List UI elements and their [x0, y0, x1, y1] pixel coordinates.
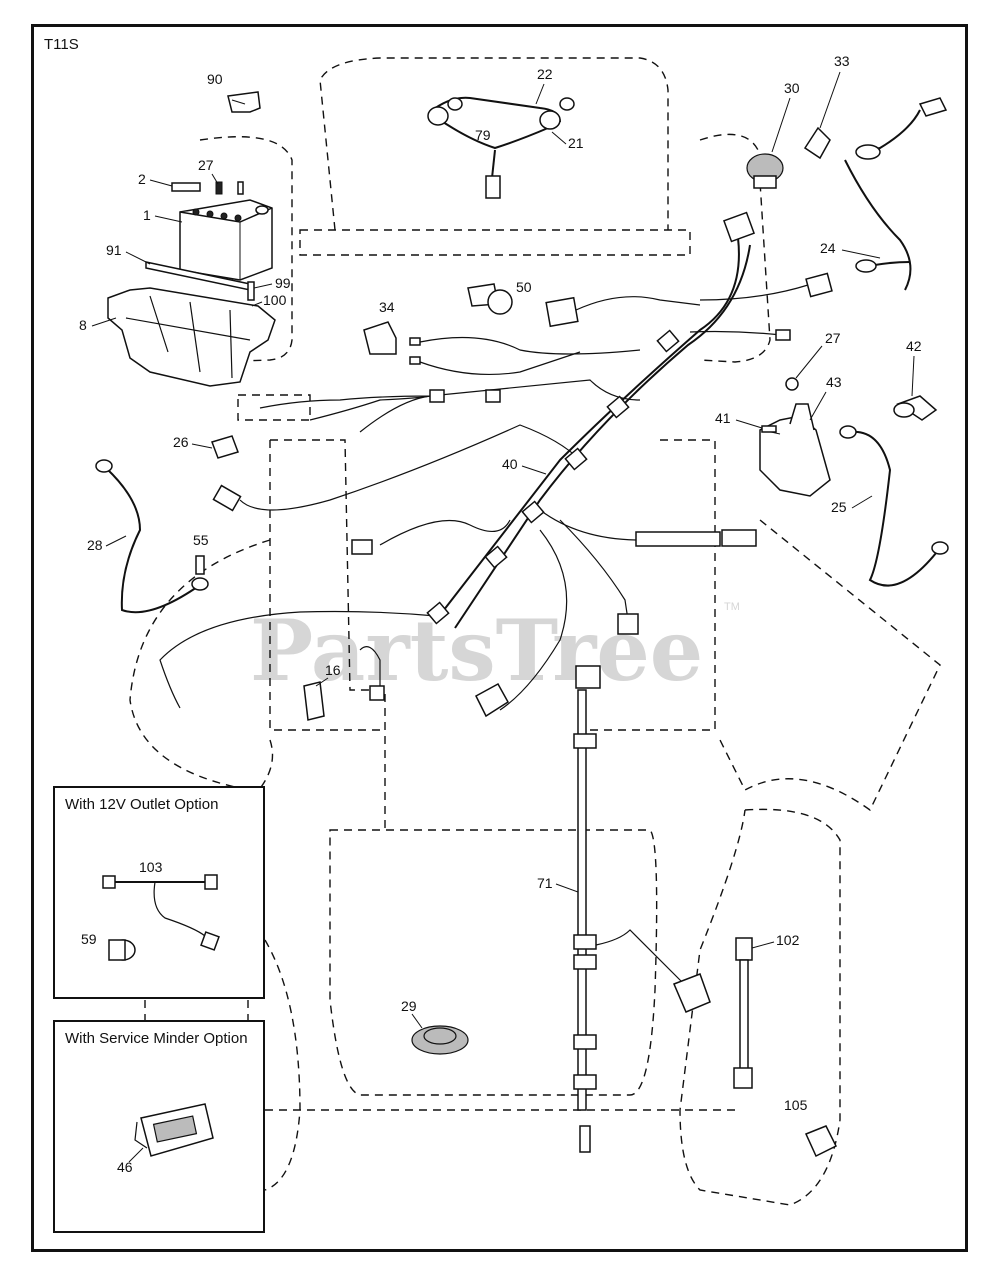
bolt-41 — [761, 425, 777, 433]
callout-25: 25 — [831, 499, 847, 515]
callout-16: 16 — [325, 662, 341, 678]
callout-21: 21 — [568, 135, 584, 151]
callout-30: 30 — [784, 80, 800, 96]
option-box-12v-outlet: With 12V Outlet Option 103 59 — [53, 786, 265, 999]
drawing-frame — [31, 24, 968, 1252]
nut-27 — [785, 377, 799, 391]
callout-34: 34 — [379, 299, 395, 315]
battery-cable-boot-90 — [227, 91, 261, 113]
cable-24-end — [855, 259, 877, 273]
callout-2: 2 — [138, 171, 146, 187]
main-harness-40 — [159, 211, 833, 718]
callout-99: 99 — [275, 275, 291, 291]
screw-55 — [195, 555, 205, 575]
terminal-42 — [896, 395, 938, 421]
callout-42: 42 — [906, 338, 922, 354]
watermark-tm: TM — [724, 601, 740, 613]
misc-parts — [95, 283, 949, 1158]
callout-28: 28 — [87, 537, 103, 553]
horn-29 — [411, 1025, 469, 1055]
callout-50: 50 — [516, 279, 532, 295]
callout-27b: 27 — [825, 330, 841, 346]
callout-90: 90 — [207, 71, 223, 87]
bolt-2 — [171, 182, 201, 192]
fuse-26 — [211, 435, 239, 459]
callout-8: 8 — [79, 317, 87, 333]
callout-71: 71 — [537, 875, 553, 891]
callout-26: 26 — [173, 434, 189, 450]
callout-100: 100 — [263, 292, 287, 308]
callout-29: 29 — [401, 998, 417, 1014]
callout-40: 40 — [502, 456, 518, 472]
callout-55: 55 — [193, 532, 209, 548]
callout-33: 33 — [834, 53, 850, 69]
outlet-harness-drawing: 103 59 — [81, 859, 220, 961]
option-box-service-minder: With Service Minder Option 46 — [53, 1020, 265, 1233]
callout-27a: 27 — [198, 157, 214, 173]
service-minder-drawing: 46 — [117, 1103, 214, 1175]
callout-59: 59 — [81, 931, 97, 947]
battery-group — [107, 91, 276, 387]
key-33 — [803, 126, 831, 160]
callout-102: 102 — [776, 932, 800, 948]
callout-91: 91 — [106, 242, 122, 258]
callout-24: 24 — [820, 240, 836, 256]
callout-41: 41 — [715, 410, 731, 426]
relay-16 — [303, 681, 325, 721]
battery-tray-8 — [107, 287, 276, 387]
harness-102 — [735, 937, 753, 961]
callout-46: 46 — [117, 1159, 133, 1175]
switch-34 — [363, 321, 397, 355]
callout-43: 43 — [826, 374, 842, 390]
callouts: 90 2 27 1 91 99 100 8 22 79 21 30 33 24 … — [79, 53, 922, 1113]
callout-1: 1 — [143, 207, 151, 223]
connector-71-top — [575, 665, 601, 689]
option-title-service-minder: With Service Minder Option — [65, 1030, 248, 1047]
option-title-12v-outlet: With 12V Outlet Option — [65, 796, 219, 813]
callout-22: 22 — [537, 66, 553, 82]
callout-105: 105 — [784, 1097, 808, 1113]
ignition-group — [746, 97, 948, 291]
callout-79: 79 — [475, 127, 491, 143]
callout-103: 103 — [139, 859, 163, 875]
headlight-harness-group — [427, 96, 575, 199]
sheet-id: T11S — [44, 36, 79, 53]
switch-105 — [804, 1125, 838, 1158]
